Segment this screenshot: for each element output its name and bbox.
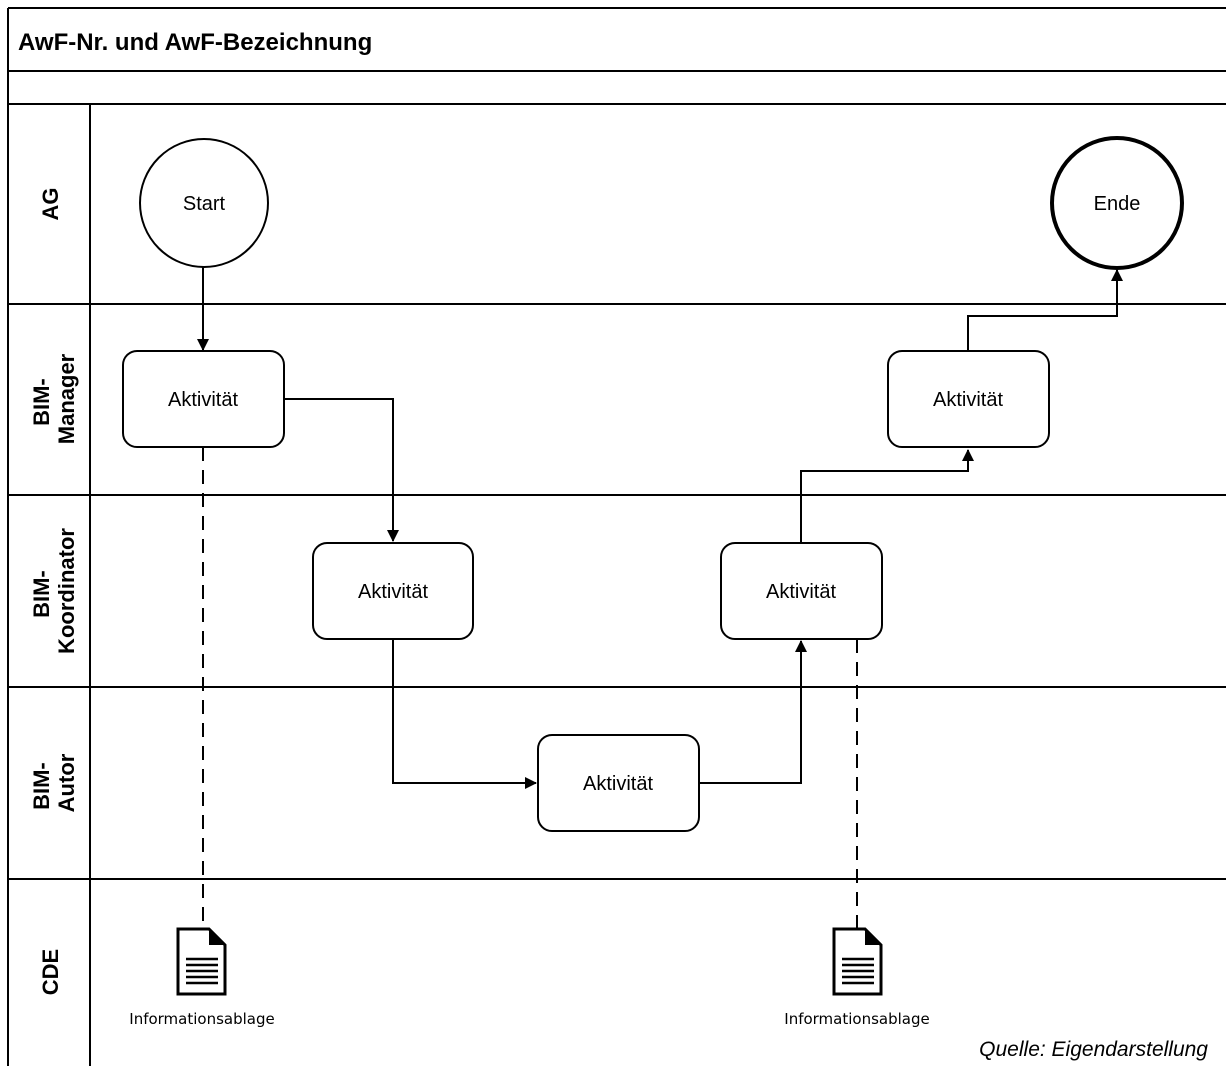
start-event-label: Start bbox=[183, 193, 226, 215]
connectors bbox=[197, 267, 1123, 789]
activity-bim-koordinator-2: Aktivität bbox=[720, 542, 883, 640]
activity-label: Aktivität bbox=[168, 389, 238, 411]
activity-bim-autor-1: Aktivität bbox=[537, 734, 700, 832]
diagram-title: AwF-Nr. und AwF-Bezeichnung bbox=[18, 29, 372, 56]
end-event-label: Ende bbox=[1094, 193, 1141, 215]
source-caption: Quelle: Eigendarstellung bbox=[979, 1038, 1208, 1061]
lane-label-ag: AG bbox=[38, 188, 63, 221]
flow-manager-to-koordinator bbox=[284, 398, 399, 542]
swimlane-grid bbox=[7, 7, 1226, 1066]
flow-manager-to-end bbox=[967, 269, 1123, 351]
start-event: Start bbox=[139, 138, 269, 268]
end-event: Ende bbox=[1050, 136, 1184, 270]
document-label: Informationsablage bbox=[784, 1010, 929, 1028]
lane-label-bim-manager: BIM- Manager bbox=[29, 353, 79, 444]
document-label: Informationsablage bbox=[129, 1010, 274, 1028]
activity-bim-manager-1: Aktivität bbox=[122, 350, 285, 448]
activity-label: Aktivität bbox=[583, 773, 653, 795]
flow-koordinator-to-autor bbox=[392, 639, 537, 789]
document-associations bbox=[202, 447, 858, 928]
flow-autor-to-koordinator bbox=[699, 640, 807, 784]
document-icon bbox=[832, 927, 883, 996]
activity-label: Aktivität bbox=[358, 581, 428, 603]
activity-label: Aktivität bbox=[933, 389, 1003, 411]
flow-koordinator-to-manager bbox=[800, 449, 974, 543]
activity-label: Aktivität bbox=[766, 581, 836, 603]
document-icon bbox=[176, 927, 227, 996]
lane-label-bim-autor: BIM- Autor bbox=[29, 753, 79, 812]
lane-label-bim-koordinator: BIM- Koordinator bbox=[29, 528, 79, 654]
activity-bim-koordinator-1: Aktivität bbox=[312, 542, 474, 640]
lane-label-cde: CDE bbox=[38, 949, 63, 995]
activity-bim-manager-2: Aktivität bbox=[887, 350, 1050, 448]
